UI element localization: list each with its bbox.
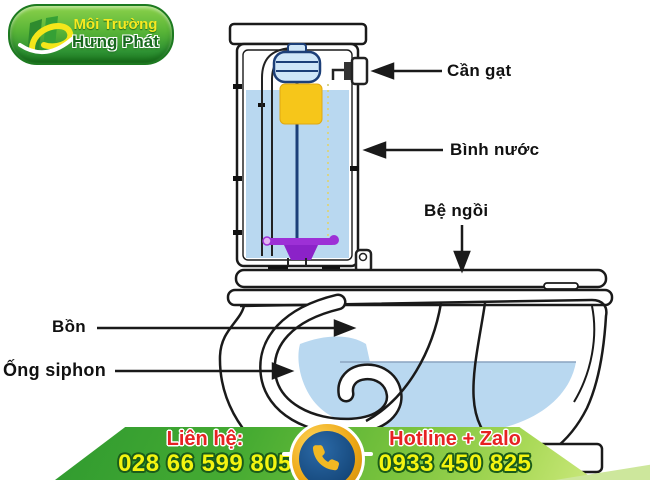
flush-handle	[331, 56, 369, 86]
contact-number: 028 66 599 805	[118, 450, 292, 477]
arrow-can-gat	[370, 62, 442, 80]
arrow-binh-nuoc	[362, 141, 443, 159]
bowl-inner-right	[573, 305, 596, 403]
seat-hinge	[354, 248, 373, 274]
hotline-label: Hotline + Zalo	[389, 428, 521, 450]
label-bon: Bồn	[52, 317, 86, 336]
tank-lid	[228, 22, 368, 46]
logo-line1: Môi Trường	[73, 15, 158, 33]
bowl-rim	[239, 298, 608, 451]
hotline-number: 0933 450 825	[378, 450, 532, 477]
phone-badge	[289, 421, 365, 480]
overflow-tube	[261, 47, 292, 256]
hung-phat-logo-mark	[18, 15, 74, 55]
flush-valve	[262, 235, 339, 266]
lid-bumper	[543, 282, 579, 290]
arrow-bon	[97, 319, 357, 337]
badge-dash-left	[282, 452, 293, 456]
phone-icon	[299, 431, 355, 480]
label-be-ngoi: Bệ ngồi	[424, 201, 489, 220]
label-ong-siphon: Ống siphon	[3, 360, 106, 380]
toilet-lid	[234, 268, 608, 289]
float	[279, 83, 323, 125]
label-can-gat: Cần gạt	[447, 61, 512, 80]
label-binh-nuoc: Bình nước	[450, 140, 540, 159]
arrow-be-ngoi	[453, 225, 471, 274]
badge-dash-right	[362, 452, 373, 456]
siphon-trap	[259, 293, 403, 435]
contact-label: Liên hệ:	[166, 428, 244, 450]
logo-line2: Hưng Phát	[72, 32, 159, 52]
company-logo: Môi Trường Hưng Phát	[8, 4, 174, 65]
trap-weir	[365, 302, 443, 423]
arrow-ong-siphon	[115, 362, 295, 380]
